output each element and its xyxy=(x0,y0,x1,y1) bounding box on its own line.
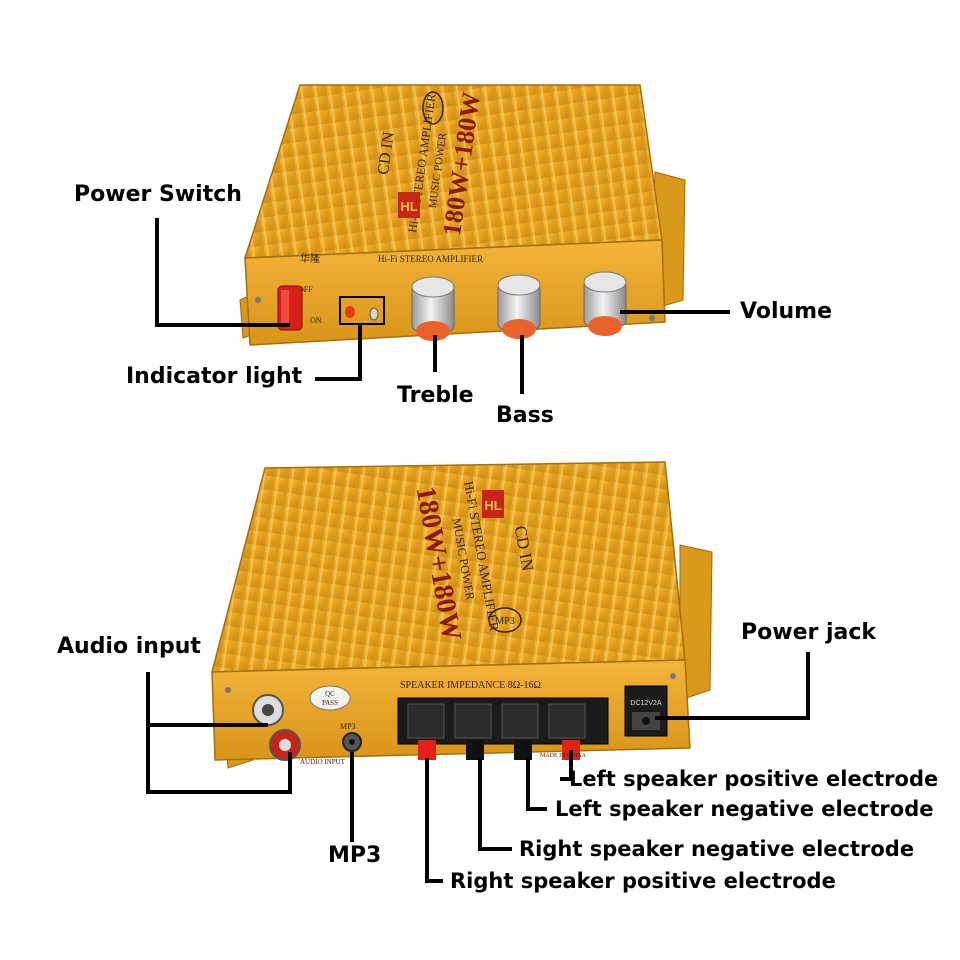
volume-label: Volume xyxy=(740,299,832,324)
left-negative-leader xyxy=(526,758,547,811)
amplifier-rear-view: 180W+180W MUSIC POWER Hi-Fi STEREO AMPLI… xyxy=(211,461,713,769)
volume-knob xyxy=(583,271,627,336)
left-speaker-negative-label: Left speaker negative electrode xyxy=(555,797,934,821)
right-positive-leader xyxy=(425,758,443,883)
power-switch-button xyxy=(277,285,303,331)
power-jack-label: Power jack xyxy=(741,620,877,645)
front-brand-cn: 华隆 xyxy=(300,252,320,265)
power-jack-leader xyxy=(655,652,810,720)
audio-input-leader-lower xyxy=(146,672,292,794)
front-panel-title: Hi-Fi STEREO AMPLIFIER xyxy=(378,254,483,264)
treble-label: Treble xyxy=(397,383,474,408)
indicator-light xyxy=(339,296,385,325)
bass-knob xyxy=(497,274,541,339)
dc-text: DC12V2A xyxy=(630,700,661,707)
audio-input-jacks xyxy=(252,694,301,761)
pass-text: PASS xyxy=(322,699,338,707)
right-negative-leader xyxy=(478,758,512,851)
bass-label: Bass xyxy=(496,403,554,428)
speaker-terminals xyxy=(397,697,609,760)
mp3-label: MP3 xyxy=(328,843,382,868)
on-marking: ON xyxy=(310,316,322,325)
power-switch-leader xyxy=(155,218,290,327)
power-switch-label: Power Switch xyxy=(74,182,242,207)
leader-lines xyxy=(146,218,810,883)
indicator-light-leader xyxy=(315,323,362,381)
right-speaker-positive-label: Right speaker positive electrode xyxy=(450,869,836,893)
brand-logo xyxy=(398,192,420,218)
indicator-light-label: Indicator light xyxy=(126,364,303,389)
rear-brand-logo xyxy=(482,490,504,518)
mp3-port-label: MP3 xyxy=(340,722,356,731)
power-jack xyxy=(624,685,668,737)
audio-input-label: Audio input xyxy=(57,634,201,659)
top-cd-in: CD IN xyxy=(375,130,398,175)
rear-mp3-badge: MP3 xyxy=(495,616,514,627)
left-positive-leader xyxy=(560,750,573,781)
qc-text: QC xyxy=(325,690,335,698)
speaker-impedance-text: SPEAKER IMPEDANCE 8Ω-16Ω xyxy=(400,680,541,691)
amplifier-front-view: 180W+180W MUSIC POWER Hi-Fi STEREO AMPLI… xyxy=(239,84,686,346)
made-in-text: MADE IN CHINA xyxy=(540,753,587,759)
svg-text:HL: HL xyxy=(484,498,501,513)
off-marking: OFF xyxy=(298,285,313,294)
left-speaker-positive-label: Left speaker positive electrode xyxy=(569,767,939,791)
right-speaker-negative-label: Right speaker negative electrode xyxy=(519,837,915,861)
audio-input-port-label: AUDIO INPUT xyxy=(300,758,346,766)
treble-knob xyxy=(411,276,455,341)
svg-text:HL: HL xyxy=(400,199,417,214)
